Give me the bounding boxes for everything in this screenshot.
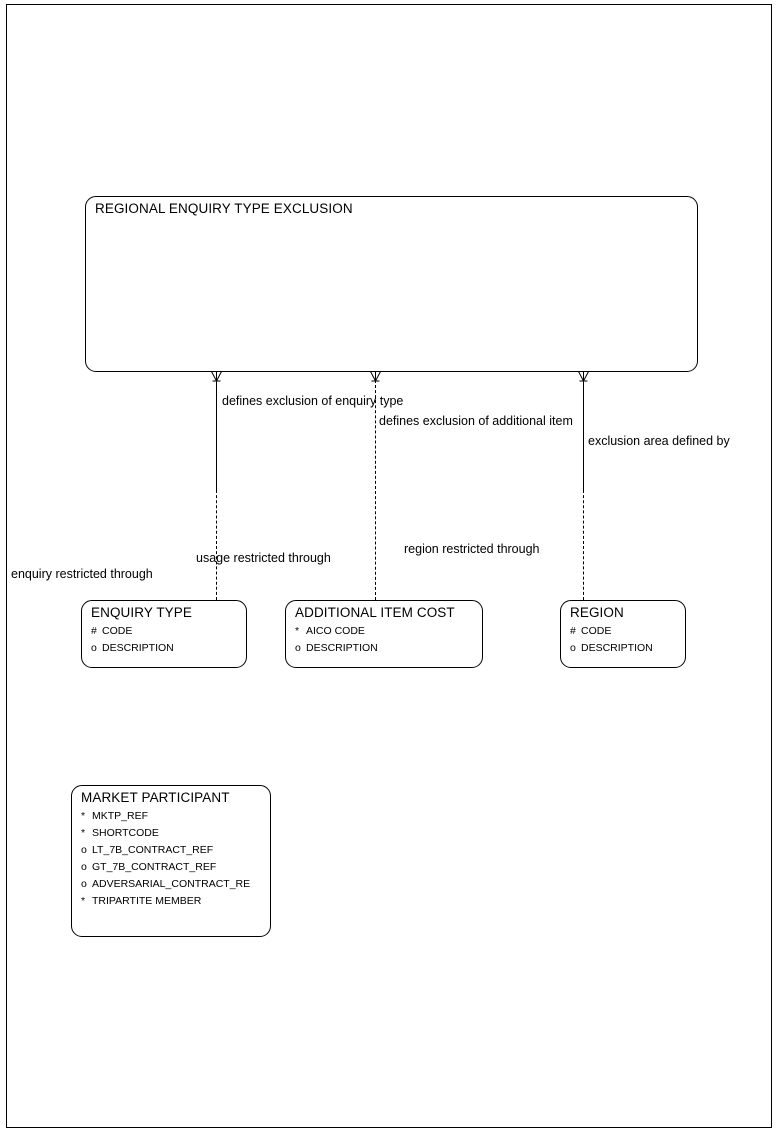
entity-title: ADDITIONAL ITEM COST — [295, 605, 455, 620]
attribute-row: o DESCRIPTION — [295, 640, 378, 657]
attribute-marker: o — [295, 642, 301, 654]
relationship-line-enquiry-type-solid — [216, 380, 217, 490]
attribute-list: # CODE o DESCRIPTION — [570, 623, 653, 657]
relationship-line-additional-item-cost — [375, 380, 376, 600]
entity-title: MARKET PARTICIPANT — [81, 790, 230, 805]
attribute-marker: o — [81, 861, 87, 873]
attribute-marker: o — [91, 642, 97, 654]
attribute-marker: o — [81, 844, 87, 856]
attribute-marker: # — [570, 625, 576, 637]
attribute-row: * AICO CODE — [295, 623, 378, 640]
attribute-marker: * — [81, 895, 86, 907]
attribute-name: TRIPARTITE MEMBER — [92, 895, 202, 907]
attribute-row: o DESCRIPTION — [91, 640, 174, 657]
attribute-marker: # — [91, 625, 97, 637]
crowfoot-icon-additional-item-cost — [369, 371, 382, 383]
entity-region[interactable]: REGION # CODE o DESCRIPTION — [560, 600, 686, 668]
attribute-name: GT_7B_CONTRACT_REF — [92, 861, 217, 873]
crowfoot-icon-enquiry-type — [210, 371, 223, 383]
entity-regional-enquiry-type-exclusion[interactable]: REGIONAL ENQUIRY TYPE EXCLUSION — [85, 196, 698, 372]
attribute-row: o LT_7B_CONTRACT_REF — [81, 842, 250, 859]
relationship-label-enquiry-restricted-through: enquiry restricted through — [11, 567, 153, 581]
relationship-line-region-solid — [583, 380, 584, 490]
attribute-row: o GT_7B_CONTRACT_REF — [81, 859, 250, 876]
entity-title: REGIONAL ENQUIRY TYPE EXCLUSION — [95, 201, 353, 216]
attribute-name: CODE — [102, 625, 133, 637]
attribute-row: o DESCRIPTION — [570, 640, 653, 657]
relationship-label-defines-exclusion-of-enquiry-type: defines exclusion of enquiry type — [222, 394, 404, 408]
attribute-marker: * — [295, 625, 300, 637]
entity-title: REGION — [570, 605, 624, 620]
relationship-line-enquiry-type-dashed — [216, 490, 217, 600]
attribute-marker: o — [570, 642, 576, 654]
attribute-name: AICO CODE — [306, 625, 365, 637]
attribute-list: * AICO CODE o DESCRIPTION — [295, 623, 378, 657]
attribute-marker: * — [81, 827, 86, 839]
attribute-name: SHORTCODE — [92, 827, 159, 839]
relationship-label-region-restricted-through: region restricted through — [404, 542, 540, 556]
attribute-name: DESCRIPTION — [306, 642, 378, 654]
entity-title: ENQUIRY TYPE — [91, 605, 192, 620]
attribute-name: CODE — [581, 625, 612, 637]
relationship-label-defines-exclusion-of-additional-item: defines exclusion of additional item — [379, 414, 573, 428]
attribute-marker: * — [81, 810, 86, 822]
relationship-line-region-dashed — [583, 490, 584, 600]
entity-enquiry-type[interactable]: ENQUIRY TYPE # CODE o DESCRIPTION — [81, 600, 247, 668]
attribute-marker: o — [81, 878, 87, 890]
attribute-row: * TRIPARTITE MEMBER — [81, 893, 250, 910]
relationship-label-exclusion-area-defined-by: exclusion area defined by — [588, 434, 730, 448]
attribute-row: * MKTP_REF — [81, 808, 250, 825]
attribute-name: MKTP_REF — [92, 810, 149, 822]
entity-additional-item-cost[interactable]: ADDITIONAL ITEM COST * AICO CODE o DESCRIP… — [285, 600, 483, 668]
attribute-name: LT_7B_CONTRACT_REF — [92, 844, 214, 856]
attribute-row: # CODE — [91, 623, 174, 640]
attribute-list: # CODE o DESCRIPTION — [91, 623, 174, 657]
attribute-name: DESCRIPTION — [581, 642, 653, 654]
attribute-row: o ADVERSARIAL_CONTRACT_RE — [81, 876, 250, 893]
attribute-row: # CODE — [570, 623, 653, 640]
relationship-label-usage-restricted-through: usage restricted through — [196, 551, 331, 565]
entity-market-participant[interactable]: MARKET PARTICIPANT * MKTP_REF * SHORTCODE … — [71, 785, 271, 937]
page-border — [6, 4, 772, 1128]
attribute-name: ADVERSARIAL_CONTRACT_RE — [92, 878, 251, 890]
attribute-list: * MKTP_REF * SHORTCODE o LT_7B_CONTRACT_REF… — [81, 808, 250, 910]
attribute-name: DESCRIPTION — [102, 642, 174, 654]
attribute-row: * SHORTCODE — [81, 825, 250, 842]
